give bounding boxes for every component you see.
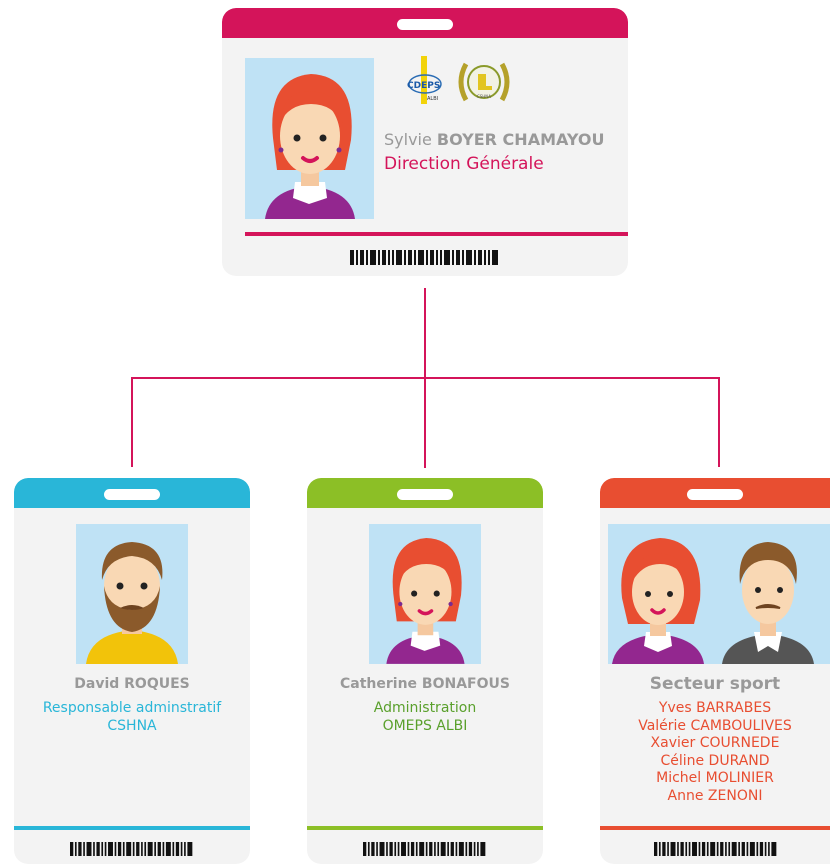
logo-right-text: CSHNA [477, 94, 491, 99]
barcode [363, 842, 487, 856]
member-name: Valérie CAMBOULIVES [638, 717, 792, 734]
card-name: Secteur sport [649, 674, 781, 694]
logo-right: CSHNA [456, 56, 512, 108]
director-name: Sylvie BOYER CHAMAYOU [384, 130, 604, 149]
barcode [70, 842, 194, 856]
badge-rule [307, 826, 543, 830]
connector-center-drop [424, 288, 426, 468]
badge-slot [397, 489, 453, 500]
card-name: Catherine BONAFOUS [340, 676, 510, 692]
logo-left: CDEPS ALBI [403, 54, 447, 108]
photo-woman-and-man [608, 524, 830, 664]
badge-slot [397, 19, 453, 30]
logo-left-sub: ALBI [427, 96, 438, 102]
badge-catherine-bonafous: Catherine BONAFOUS Administration OMEPS … [307, 478, 543, 864]
director-role: Direction Générale [384, 154, 544, 174]
director-photo [245, 58, 374, 219]
badge-slot [687, 489, 743, 500]
director-badge: CDEPS ALBI CSHNA Sylvie BOYER CHAMAYOU D… [222, 8, 628, 276]
connector-left-drop [131, 377, 133, 467]
member-name: Yves BARRABES [658, 700, 772, 716]
photo-red-haired-woman [369, 524, 481, 664]
badge-secteur-sport: Secteur sport Yves BARRABES Valérie CAMB… [600, 478, 830, 864]
card-name: David ROQUES [74, 676, 190, 692]
photo-bearded-man [76, 524, 188, 664]
barcode [350, 250, 500, 265]
member-name: Céline DURAND [660, 752, 770, 769]
badge-rule [245, 232, 628, 236]
badge-rule [600, 826, 830, 830]
barcode [654, 842, 778, 856]
member-name: Xavier COURNEDE [650, 735, 780, 751]
member-list: Yves BARRABES Valérie CAMBOULIVES Xavier… [600, 700, 830, 805]
badge-rule [14, 826, 250, 830]
member-name: Anne ZENONI [667, 787, 763, 804]
connector-right-drop [718, 377, 720, 467]
card-line: Responsable adminstratif [42, 700, 222, 716]
card-line: CSHNA [107, 718, 157, 734]
logo-left-text: CDEPS [407, 81, 440, 91]
card-line: Administration [373, 700, 477, 716]
director-first-name: Sylvie [384, 130, 432, 149]
director-last-name: BOYER CHAMAYOU [436, 130, 605, 149]
badge-david-roques: David ROQUES Responsable adminstratif CS… [14, 478, 250, 864]
card-line: OMEPS ALBI [382, 718, 468, 734]
badge-slot [104, 489, 160, 500]
member-name: Michel MOLINIER [656, 770, 774, 786]
